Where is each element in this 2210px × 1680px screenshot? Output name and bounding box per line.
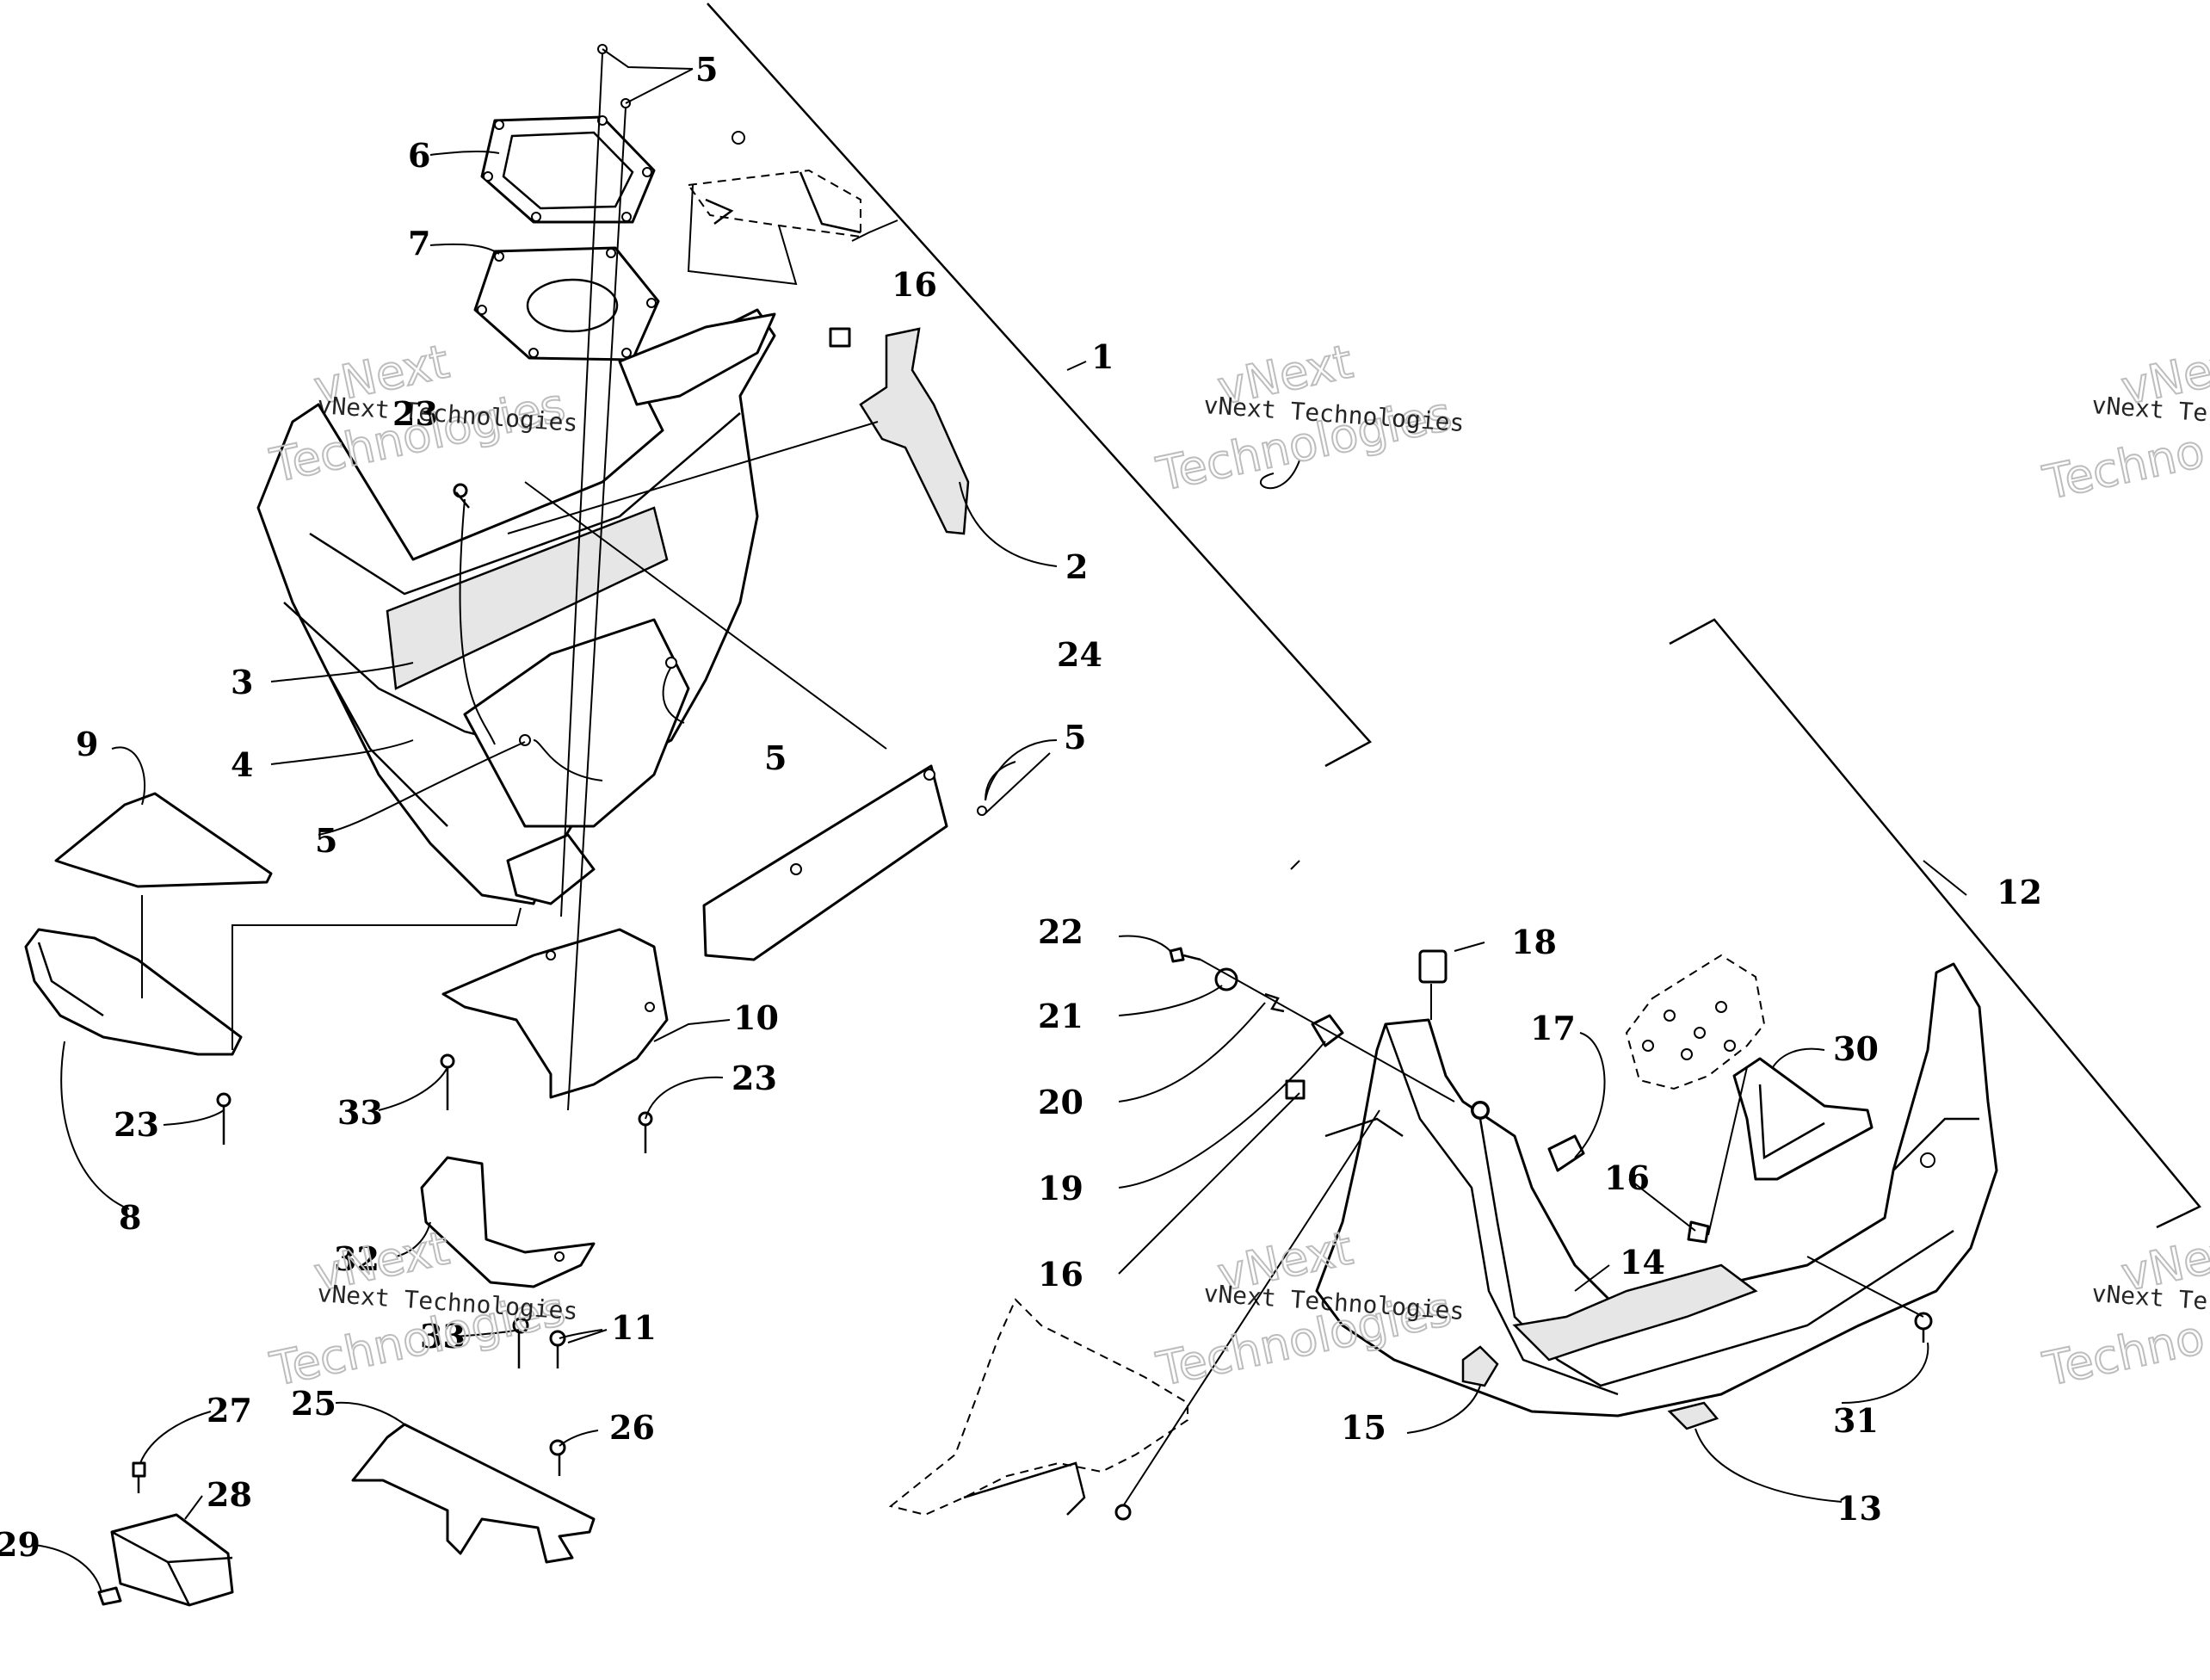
context-outline-nose xyxy=(888,1298,1188,1521)
callout-22: 22 xyxy=(1038,912,1083,951)
part-12-bellypan xyxy=(1315,962,1998,1430)
callout-20: 20 xyxy=(1038,1083,1083,1121)
part-8-lower-shield xyxy=(24,928,243,1056)
assembly-guides-right xyxy=(1122,959,1924,1507)
watermark-group-4: vNext Technologies vNext Technologies xyxy=(265,1220,579,1398)
part-6-gasket xyxy=(480,115,656,224)
callout-labels: 1 2 3 4 5 5 5 5 6 7 8 9 10 11 12 13 14 1… xyxy=(0,50,2042,1564)
watermark-group-2: vNext Technologies vNext Technologies xyxy=(1151,333,1466,503)
part-10-plate xyxy=(441,928,669,1099)
watermark-big-6b: Techno xyxy=(2039,1310,2209,1397)
callout-18: 18 xyxy=(1511,923,1557,961)
callout-23-left: 23 xyxy=(114,1105,159,1144)
callout-33-top: 33 xyxy=(337,1093,383,1132)
callout-1: 1 xyxy=(1091,337,1114,376)
part-24-panel xyxy=(702,764,948,961)
callout-23-mid: 23 xyxy=(732,1059,777,1097)
callout-31: 31 xyxy=(1833,1401,1879,1440)
callout-5-left: 5 xyxy=(315,821,337,860)
callout-9: 9 xyxy=(76,725,98,763)
callout-32: 32 xyxy=(334,1239,380,1278)
callout-4: 4 xyxy=(231,745,253,784)
callout-3: 3 xyxy=(231,663,253,701)
callout-29: 29 xyxy=(0,1525,40,1564)
callout-21: 21 xyxy=(1038,997,1083,1035)
callout-10: 10 xyxy=(733,998,779,1037)
assembly-bracket-1 xyxy=(707,3,1372,768)
callout-16-right: 16 xyxy=(1604,1158,1650,1197)
callout-26: 26 xyxy=(609,1408,655,1447)
callout-28: 28 xyxy=(207,1475,252,1514)
assembly-guides-left xyxy=(141,52,887,1111)
part-7-plate xyxy=(473,246,660,361)
callout-6: 6 xyxy=(408,136,430,175)
callout-5-mid: 5 xyxy=(764,738,787,777)
callout-5-right: 5 xyxy=(1064,718,1086,757)
callout-2: 2 xyxy=(1065,547,1088,586)
callout-24: 24 xyxy=(1057,635,1102,674)
part-9-shield xyxy=(54,792,273,888)
callout-19: 19 xyxy=(1038,1169,1083,1208)
watermark-group-6: vNext Techno vNext Te xyxy=(2038,1220,2210,1398)
callout-11: 11 xyxy=(611,1308,657,1347)
assembly-bracket-12 xyxy=(1669,618,2201,1229)
callout-33-bottom: 33 xyxy=(420,1317,466,1356)
watermark-group-3: vNext Techno vNext Te xyxy=(2038,333,2210,511)
part-30-bracket xyxy=(1625,954,1874,1181)
callout-13: 13 xyxy=(1837,1489,1882,1528)
callout-5-top: 5 xyxy=(695,50,718,89)
callout-7: 7 xyxy=(408,224,430,262)
part-28-module xyxy=(110,1513,234,1607)
callout-25: 25 xyxy=(291,1384,336,1423)
part-2-foam-pad xyxy=(859,327,970,535)
callout-15: 15 xyxy=(1341,1408,1386,1447)
callout-12: 12 xyxy=(1997,873,2042,911)
callout-30: 30 xyxy=(1833,1029,1879,1068)
callout-leaders xyxy=(34,48,1967,1593)
part-1-nose-body xyxy=(256,308,776,905)
callout-8: 8 xyxy=(119,1198,141,1237)
part-25-cover xyxy=(351,1423,596,1564)
fasteners-right xyxy=(1169,947,1933,1343)
callout-14: 14 xyxy=(1620,1243,1665,1282)
callout-27: 27 xyxy=(207,1391,252,1430)
callout-16-top: 16 xyxy=(892,265,937,304)
part-32-bracket xyxy=(420,1156,596,1288)
callout-17: 17 xyxy=(1530,1009,1576,1047)
watermark-big-3b: Techno xyxy=(2039,423,2209,510)
callout-16-bottom: 16 xyxy=(1038,1255,1083,1294)
callout-23-top: 23 xyxy=(392,394,438,433)
part-mount-bracket-top xyxy=(687,131,861,238)
